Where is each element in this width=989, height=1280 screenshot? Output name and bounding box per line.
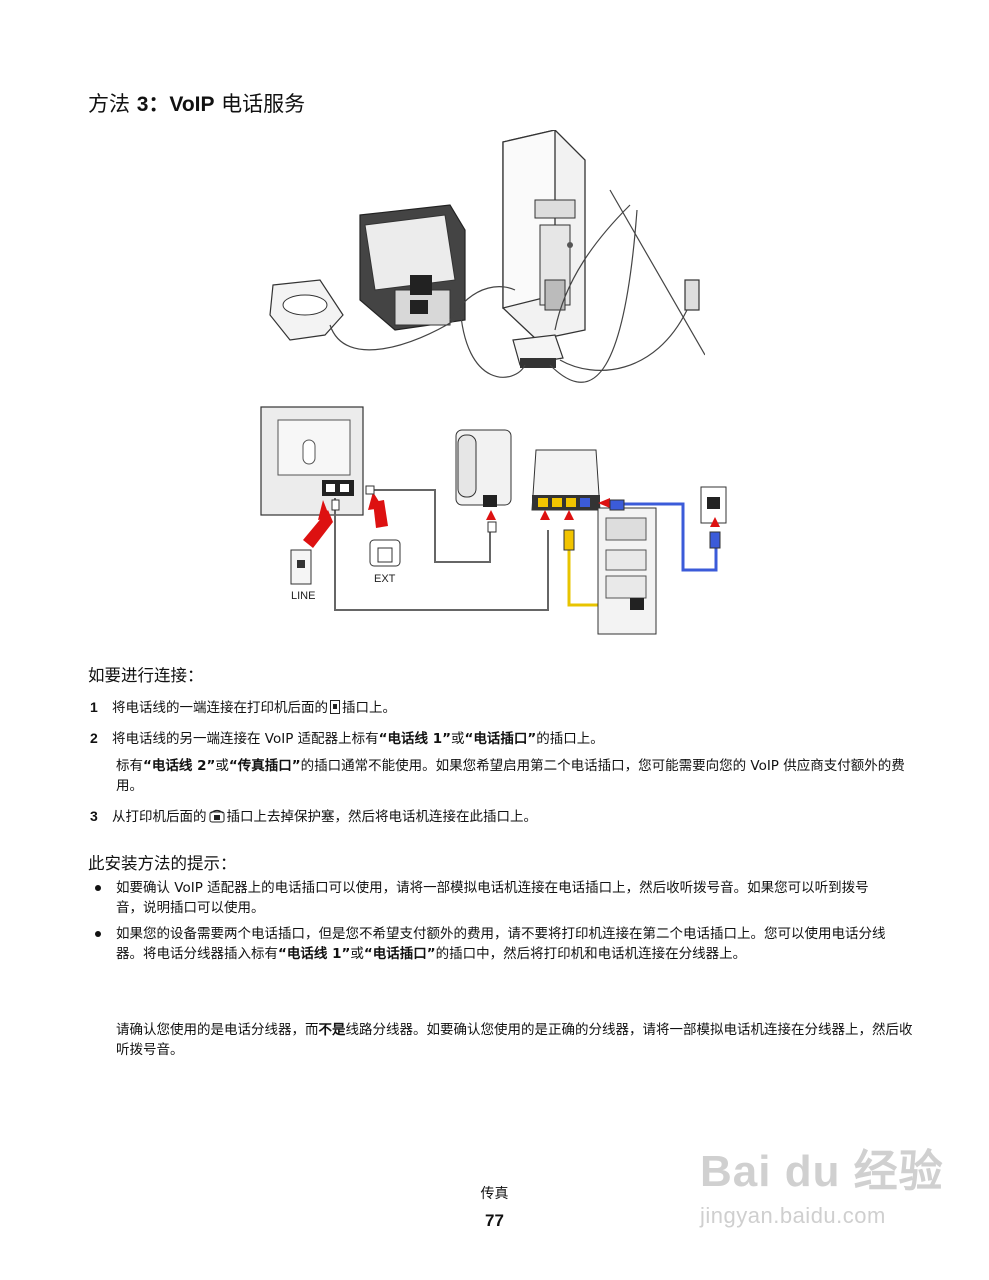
step-1-text-b: 插口上。 — [342, 700, 396, 716]
tip-bullet-2-q2: “电话插口” — [363, 946, 436, 962]
ext-phone-icon — [369, 539, 401, 567]
tip-bullet-1-text: 如要确认 VoIP 适配器上的电话插口可以使用，请将一部模拟电话机连接在电话插口… — [116, 880, 869, 916]
step-2-text: 将电话线的另一端连接在 VoIP 适配器上标有 — [112, 731, 379, 747]
step-1-number: 1 — [90, 699, 98, 715]
connect-heading: 如要进行连接： — [88, 666, 204, 685]
label-line: LINE — [291, 590, 315, 602]
phone-port-icon — [209, 809, 224, 823]
page-number: 77 — [485, 1211, 504, 1230]
note-q2: “传真插口” — [228, 758, 301, 774]
splitter-note-b: 线路分线器。如要确认您使用的是正确的分线器，请将一部模拟电话机连接在分线器上，然… — [116, 1022, 913, 1058]
note-pre: 标有 — [116, 758, 143, 774]
line-port-icon — [330, 700, 340, 714]
wall-jack-lower-icon — [684, 279, 700, 311]
page-title: 方法 3：VoIP 电话服务 — [88, 88, 305, 118]
computer-icon — [502, 130, 586, 341]
step-1-text-a: 将电话线的一端连接在打印机后面的 — [112, 700, 328, 716]
connection-schematic: LINE EXT — [260, 406, 727, 635]
watermark-brand: Bai du 经验 — [700, 1147, 944, 1196]
printer-rear-icon — [260, 406, 364, 516]
splitter-note-a: 请确认您使用的是电话分线器，而 — [116, 1022, 319, 1038]
voip-adapter-front-icon — [531, 449, 601, 511]
footer-section-label: 传真 — [480, 1186, 509, 1202]
label-ext: EXT — [374, 573, 396, 585]
phone-front-icon — [455, 429, 512, 507]
baidu-watermark: Bai du 经验 jingyan.baidu.com — [700, 1135, 944, 1229]
tip-bullet-2-or: 或 — [350, 946, 364, 962]
step-2-number: 2 — [90, 730, 98, 746]
step-2-note: 标有“电话线 2”或“传真插口”的插口通常不能使用。如果您希望启用第二个电话插口… — [116, 756, 906, 796]
step-3-number: 3 — [90, 808, 98, 824]
title-bold: 3：VoIP — [136, 93, 215, 116]
step-2-or: 或 — [451, 731, 465, 747]
voip-adapter-icon — [512, 334, 564, 368]
watermark-url: jingyan.baidu.com — [700, 1203, 886, 1228]
telephone-icon — [269, 279, 344, 341]
step-2: 2 将电话线的另一端连接在 VoIP 适配器上标有“电话线 1”或“电话插口”的插… — [90, 728, 920, 749]
title-prefix: 方法 — [88, 92, 137, 116]
tip-bullet-2-q1: “电话线 1” — [278, 946, 351, 962]
bullet-dot — [95, 931, 101, 937]
step-1: 1 将电话线的一端连接在打印机后面的插口上。 — [90, 697, 920, 718]
title-suffix: 电话服务 — [214, 92, 306, 116]
tip-bullet-2-a: 如果您的设备需要两个电话插口，但是您不希望支付额外的费用，请不要将打印机连接在第… — [116, 926, 886, 962]
step-2-tail: 的插口上。 — [536, 731, 604, 747]
splitter-note: 请确认您使用的是电话分线器，而不是线路分线器。如要确认您使用的是正确的分线器，请… — [116, 1020, 916, 1060]
tip-bullet-2-text: 如果您的设备需要两个电话插口，但是您不希望支付额外的费用，请不要将打印机连接在第… — [116, 924, 905, 964]
wall-jack-line-icon — [290, 549, 312, 585]
note-or: 或 — [215, 758, 229, 774]
setup-illustration — [269, 130, 705, 383]
step-3: 3 从打印机后面的 插口上去掉保护塞，然后将电话机连接在此插口上。 — [90, 806, 920, 827]
step-3-text-a: 从打印机后面的 — [112, 809, 207, 825]
tip-bullet-1: 如要确认 VoIP 适配器上的电话插口可以使用，请将一部模拟电话机连接在电话插口… — [95, 878, 885, 918]
tip-bullet-2-b: 的插口中，然后将打印机和电话机连接在分线器上。 — [435, 946, 747, 962]
printer-icon — [359, 204, 466, 331]
note-q1: “电话线 2” — [143, 758, 216, 774]
bullet-dot — [95, 885, 101, 891]
step-2-q1: “电话线 1” — [378, 731, 451, 747]
splitter-note-bold: 不是 — [318, 1022, 346, 1038]
tips-heading: 此安装方法的提示： — [88, 854, 237, 873]
tip-bullet-2: 如果您的设备需要两个电话插口，但是您不希望支付额外的费用，请不要将打印机连接在第… — [95, 924, 905, 964]
note-rest: 的插口通常不能使用。如果您希望启用第二个电话插口，您可能需要向您的 VoIP 供… — [116, 758, 905, 794]
wall-jack-right-icon — [700, 486, 727, 524]
computer-rear-icon — [597, 507, 657, 635]
step-3-text-b: 插口上去掉保护塞，然后将电话机连接在此插口上。 — [226, 809, 538, 825]
step-2-q2: “电话插口” — [464, 731, 537, 747]
